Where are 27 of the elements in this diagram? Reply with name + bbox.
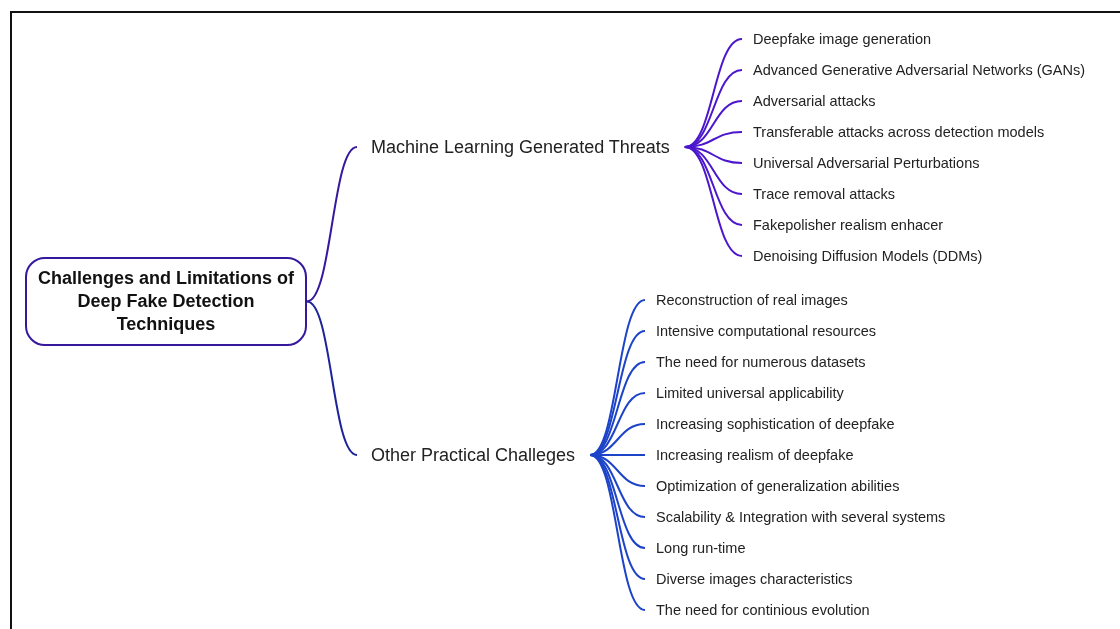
root-topic-box: Challenges and Limitations of Deep Fake Detection Techniques — [25, 257, 307, 346]
branch-connector — [589, 361, 646, 456]
subtopic-text: Universal Adversarial Perturbations — [742, 154, 984, 172]
subtopic-text: Limited universal applicability — [645, 384, 848, 402]
subtopic-text: Intensive computational resources — [645, 322, 881, 340]
subtopic-text: Optimization of generalization abilities — [645, 477, 904, 495]
branch-connector — [683, 146, 743, 257]
branch-connector — [306, 300, 358, 456]
subtopic-text: The need for continious evolution — [645, 601, 874, 619]
subtopic-text: Fakepolisher realism enhacer — [742, 216, 948, 234]
branch-connector — [589, 454, 646, 611]
subtopic-text: Increasing realism of deepfake — [645, 446, 858, 464]
subtopic-text: Increasing sophistication of deepfake — [645, 415, 899, 433]
subtopic-text: Long run-time — [645, 539, 750, 557]
subtopic-text: Trace removal attacks — [742, 185, 900, 203]
subtopic-text: Reconstruction of real images — [645, 291, 852, 309]
branch-topic: Machine Learning Generated Threats — [357, 136, 685, 158]
subtopic-text: Scalability & Integration with several systems — [645, 508, 950, 526]
subtopic-text: Diverse images characteristics — [645, 570, 857, 588]
subtopic-text: Denoising Diffusion Models (DDMs) — [742, 247, 987, 265]
branch-topic: Other Practical Challeges — [357, 444, 591, 466]
subtopic-text: The need for numerous datasets — [645, 353, 870, 371]
subtopic-text: Transferable attacks across detection models — [742, 123, 1049, 141]
subtopic-text: Deepfake image generation — [742, 30, 936, 48]
subtopic-text: Adversarial attacks — [742, 92, 880, 110]
branch-connector — [306, 146, 358, 303]
subtopic-text: Advanced Generative Adversarial Networks (GANs) — [742, 61, 1090, 79]
